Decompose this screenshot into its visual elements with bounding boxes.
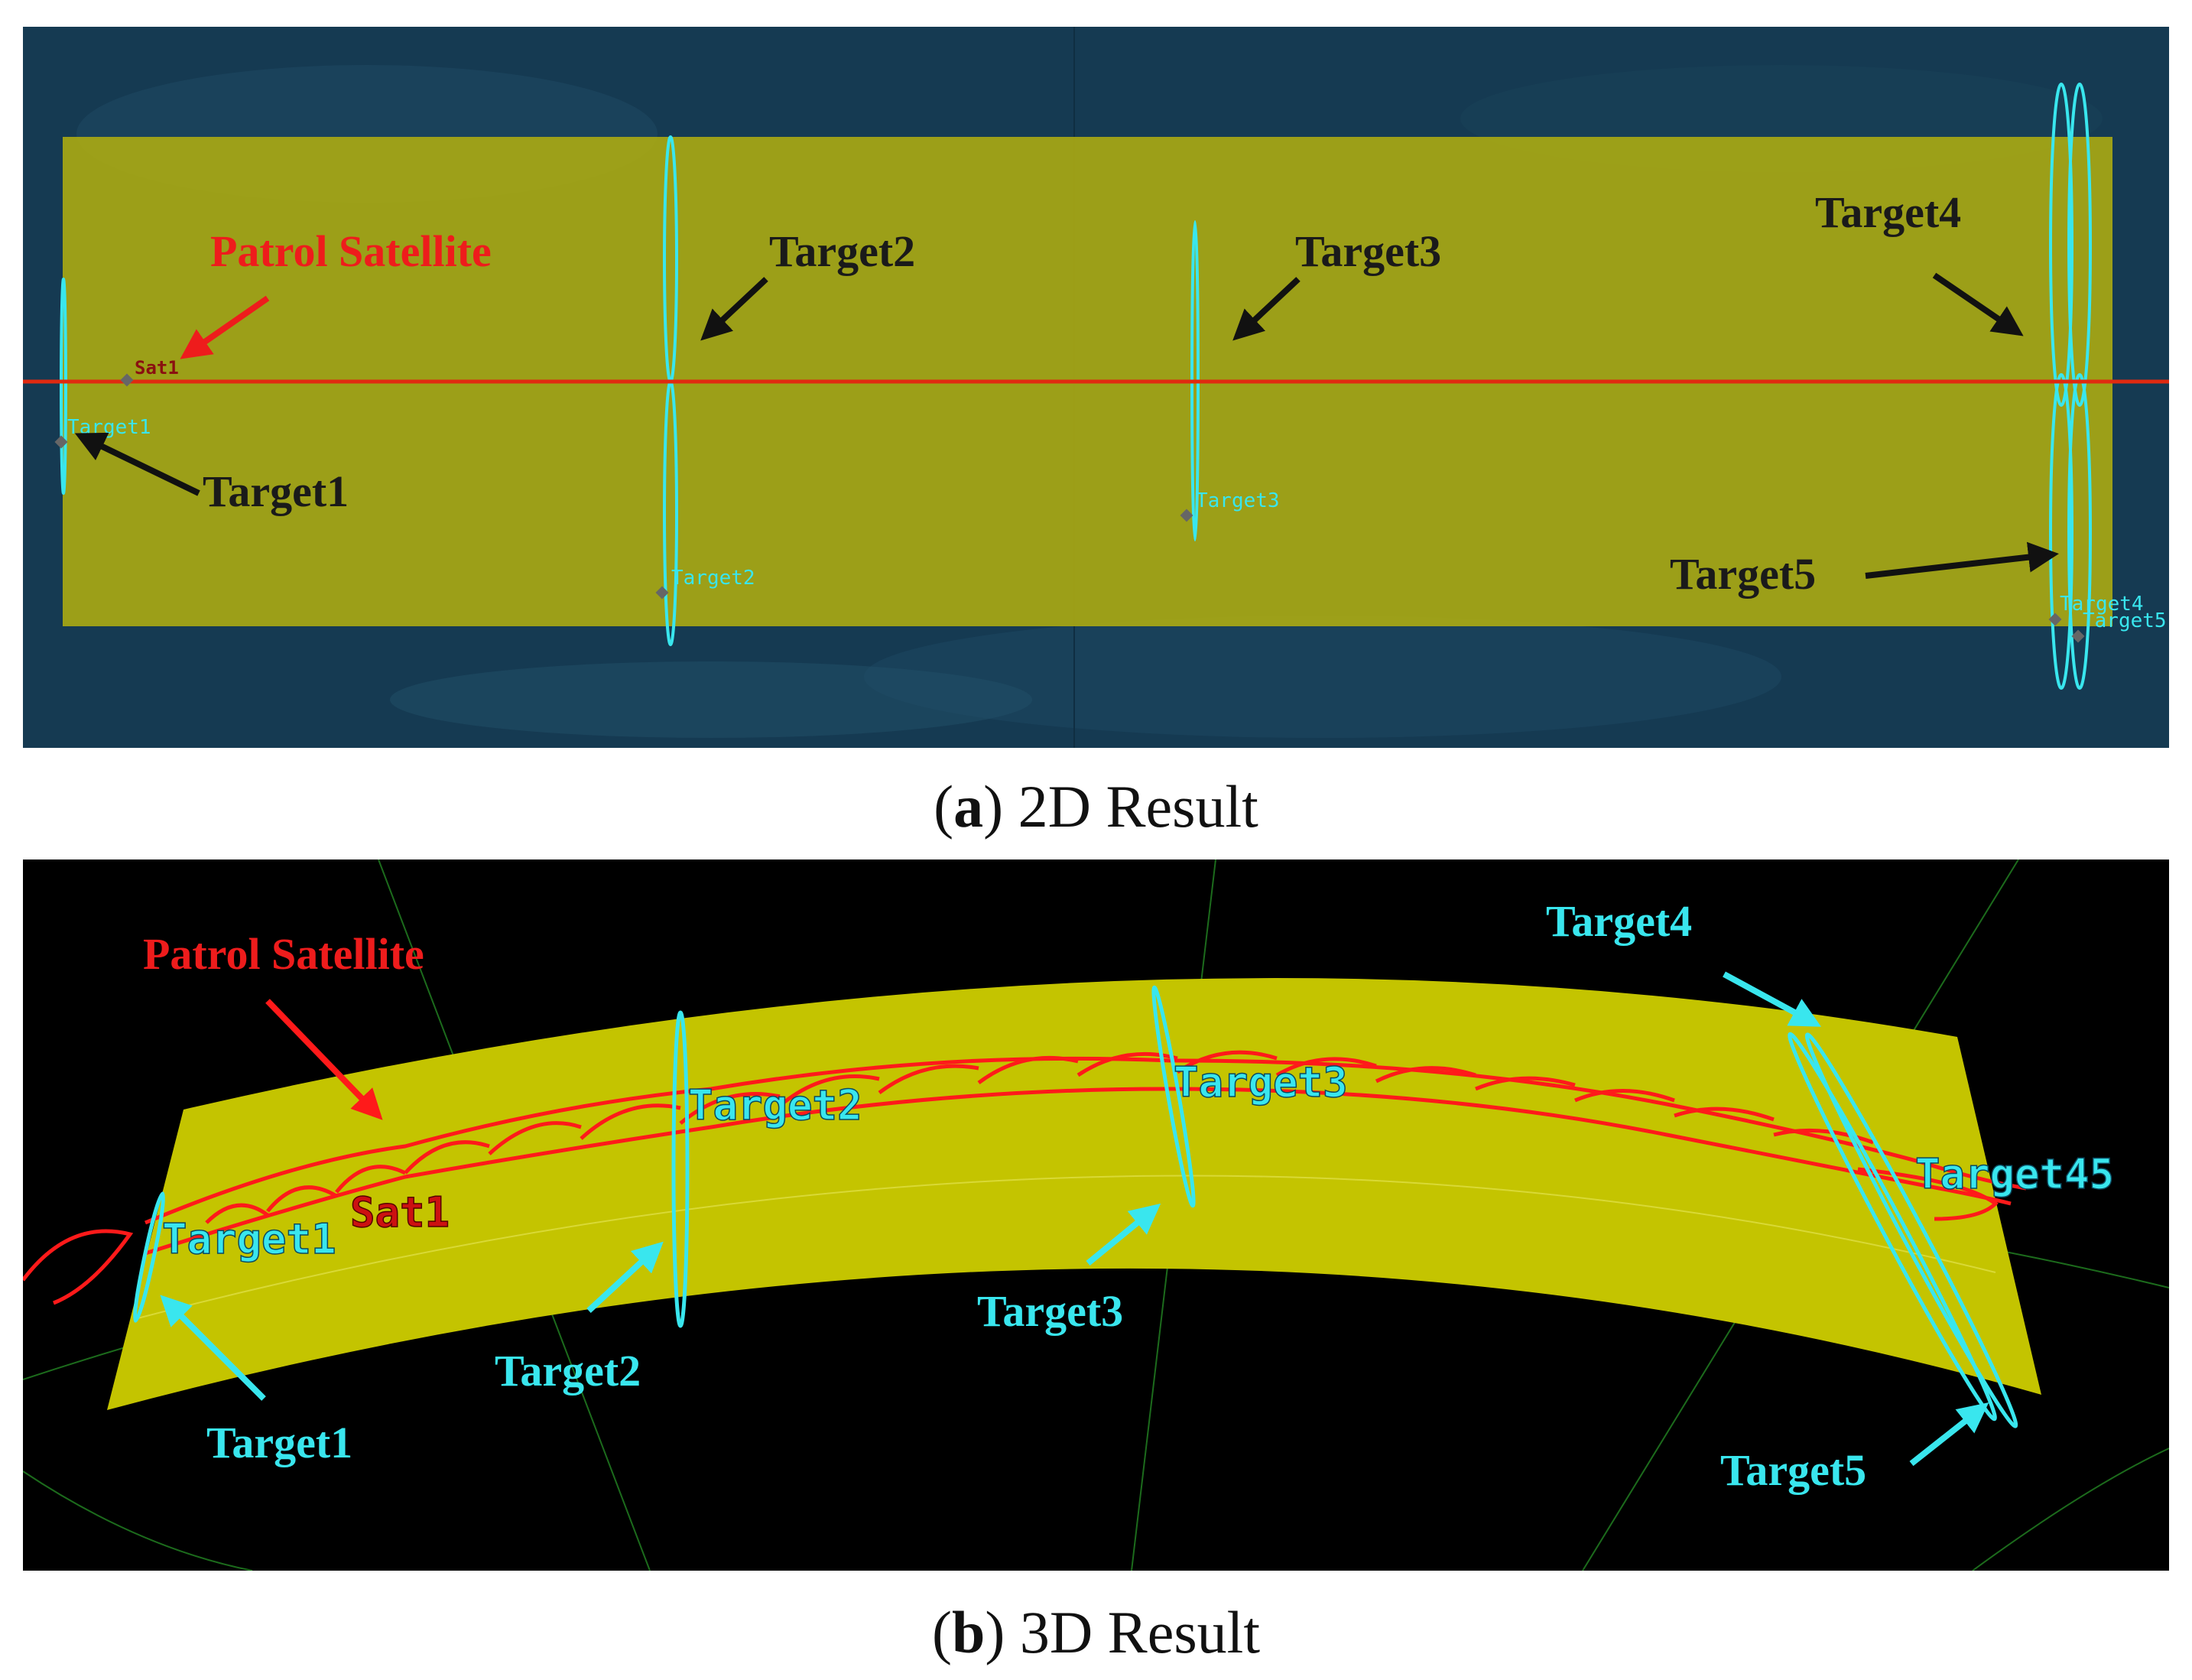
target4-arrow-3d bbox=[1723, 971, 1822, 1027]
caption-2d-letter: a bbox=[953, 773, 984, 840]
target2-map-tag: Target2 bbox=[671, 567, 755, 590]
target1-orbit bbox=[60, 278, 67, 495]
target4-marker: Target4 bbox=[2048, 593, 2144, 626]
target3-marker: Target3 bbox=[1180, 489, 1280, 522]
target5-map-tag: Target5 bbox=[2083, 609, 2167, 632]
sat1-marker: Sat1 bbox=[120, 357, 179, 387]
target4-orbit-b bbox=[2067, 83, 2092, 407]
patrol-satellite-label: Patrol Satellite bbox=[210, 226, 492, 276]
target3-arrow bbox=[1232, 277, 1301, 341]
target3-label-3d: Target3 bbox=[977, 1286, 1123, 1336]
map-2d-view: Sat1 Target1 Target2 Target3 Target4 Tar… bbox=[23, 27, 2169, 748]
target4-orbit-a bbox=[2049, 83, 2073, 407]
target4-label-3d: Target4 bbox=[1546, 896, 1692, 946]
target2-label: Target2 bbox=[769, 226, 915, 276]
target3-label: Target3 bbox=[1295, 226, 1441, 276]
target3-orbit-3d bbox=[1151, 985, 1196, 1208]
scene-3d-view: Target1 Sat1 Target2 Target3 Target45 Pa… bbox=[23, 859, 2169, 1571]
target2-label-3d: Target2 bbox=[495, 1346, 641, 1396]
target5-orbit-b bbox=[2067, 373, 2092, 690]
target5-arrow-3d bbox=[1909, 1402, 1989, 1467]
target5-arrow bbox=[1865, 541, 2059, 579]
patrol-satellite-arrow-3d bbox=[265, 999, 383, 1120]
caption-3d-letter: b bbox=[951, 1599, 986, 1665]
target5-orbit-a bbox=[2049, 373, 2073, 690]
target5-label: Target5 bbox=[1670, 549, 1816, 599]
target3-map-tag: Target3 bbox=[1196, 489, 1280, 512]
target3-scene-tag: Target3 bbox=[1174, 1058, 1348, 1106]
patrol-track-3d bbox=[23, 1050, 2027, 1305]
patrol-satellite-label-3d: Patrol Satellite bbox=[143, 929, 424, 979]
caption-3d: (b) 3D Result bbox=[931, 1599, 1261, 1665]
target5-label-3d: Target5 bbox=[1720, 1445, 1866, 1495]
target5-orbit-3d bbox=[1804, 1032, 2018, 1428]
target1-orbit-3d bbox=[132, 1191, 166, 1323]
target1-scene-tag: Target1 bbox=[162, 1215, 336, 1263]
caption-2d: (a) 2D Result bbox=[934, 773, 1258, 840]
target2-orbit-3d bbox=[671, 1010, 690, 1328]
target3-arrow-3d bbox=[1086, 1203, 1161, 1266]
caption-2d-text: 2D Result bbox=[1018, 773, 1258, 840]
target2-scene-tag: Target2 bbox=[688, 1081, 862, 1129]
target1-label-3d: Target1 bbox=[206, 1418, 352, 1467]
target2-arrow-3d bbox=[586, 1241, 664, 1313]
target1-label: Target1 bbox=[203, 466, 349, 516]
target2-arrow bbox=[700, 277, 768, 341]
target5-marker: Target5 bbox=[2071, 609, 2167, 643]
target4-map-tag: Target4 bbox=[2060, 593, 2144, 616]
target1-map-tag: Target1 bbox=[67, 416, 151, 439]
sat1-scene-tag: Sat1 bbox=[350, 1188, 450, 1236]
sat1-map-tag: Sat1 bbox=[135, 357, 179, 379]
panel-2d-result: Sat1 Target1 Target2 Target3 Target4 Tar… bbox=[23, 27, 2169, 748]
target1-arrow bbox=[74, 432, 200, 496]
target45-scene-tag: Target45 bbox=[1915, 1150, 2114, 1198]
target4-orbit-3d bbox=[1788, 1032, 1997, 1422]
target1-arrow-3d bbox=[160, 1295, 266, 1401]
panel-3d-result: Target1 Sat1 Target2 Target3 Target45 Pa… bbox=[23, 859, 2169, 1571]
caption-3d-text: 3D Result bbox=[1019, 1599, 1261, 1665]
target4-label: Target4 bbox=[1815, 187, 1961, 237]
target2-marker: Target2 bbox=[655, 567, 755, 600]
target4-arrow bbox=[1932, 272, 2024, 336]
patrol-satellite-arrow bbox=[180, 295, 270, 359]
